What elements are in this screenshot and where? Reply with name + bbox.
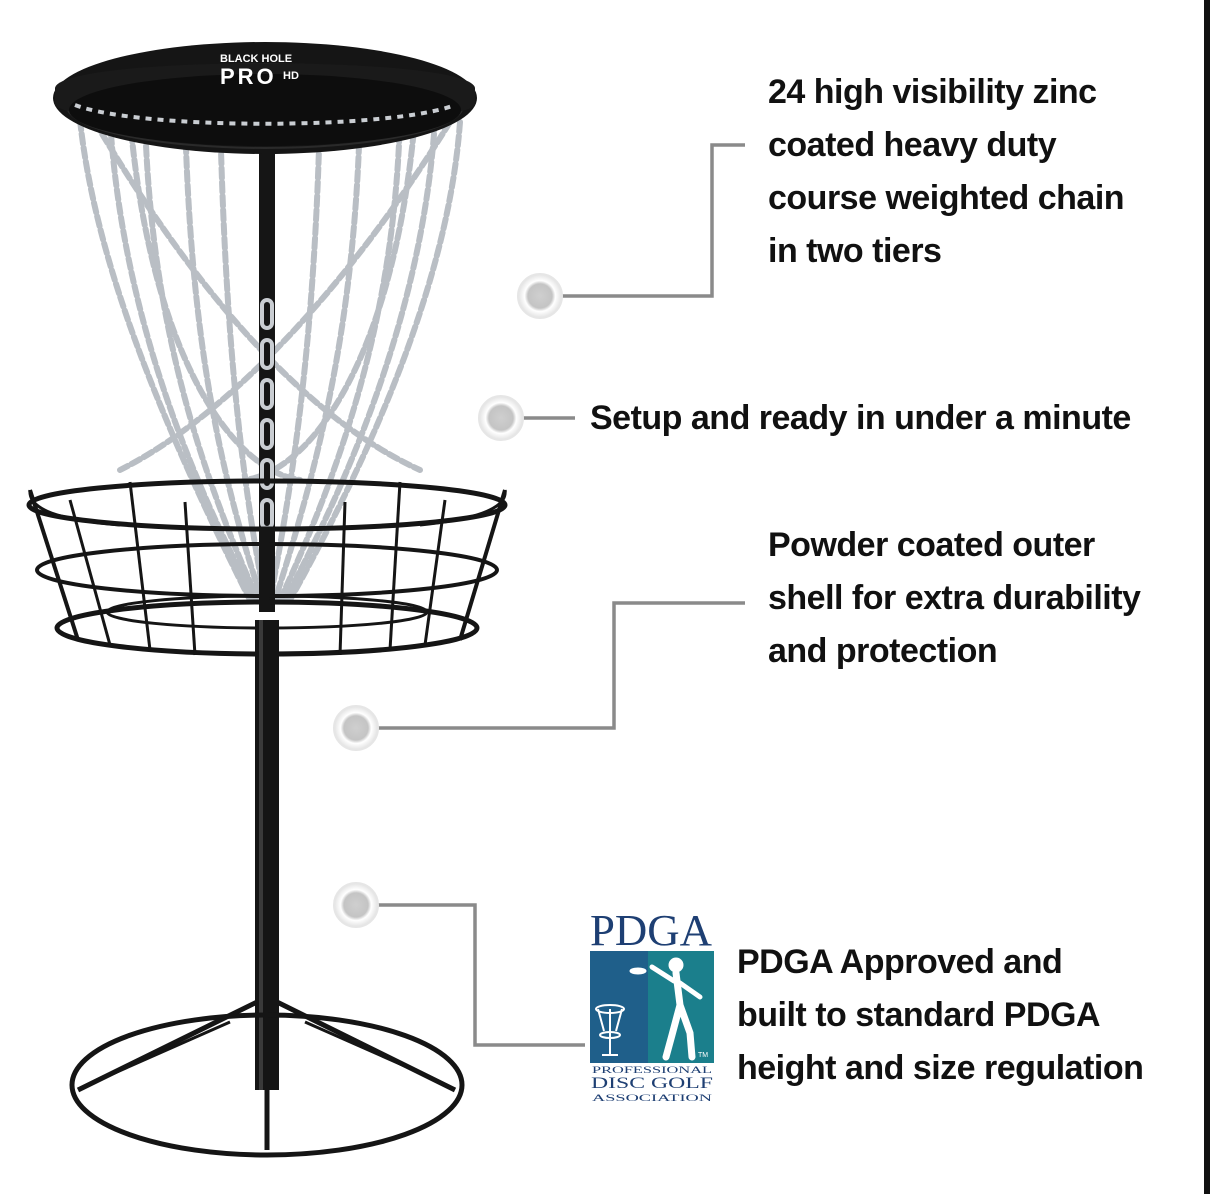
basket-brand-text: BLACK HOLE xyxy=(220,53,292,65)
pdga-wordmark: PDGA xyxy=(590,906,712,955)
callout-shell-text: Powder coated outer shell for extra dura… xyxy=(768,526,1141,670)
callout-pdga-text: PDGA Approved and built to standard PDGA… xyxy=(737,943,1144,1087)
pdga-logo: PDGA TM PROFESSIONAL DISC GOLF ASSOCIATI… xyxy=(590,906,714,1103)
top-band xyxy=(53,42,477,154)
base-stand xyxy=(69,999,465,1158)
right-border-divider xyxy=(1204,0,1210,1194)
pdga-trademark: TM xyxy=(698,1052,708,1059)
basket-model-suffix: HD xyxy=(283,70,299,82)
wire-basket xyxy=(26,478,508,657)
pdga-line-2: DISC GOLF xyxy=(591,1075,713,1092)
pdga-line-3: ASSOCIATION xyxy=(592,1093,713,1103)
callout-dot-shell xyxy=(333,705,379,751)
callout-chains-text: 24 high visibility zinc coated heavy dut… xyxy=(768,73,1125,270)
callout-setup-text: Setup and ready in under a minute xyxy=(590,399,1131,437)
basket-model-text: PRO xyxy=(220,64,277,89)
leader-lines xyxy=(378,143,745,1047)
pdga-line-1: PROFESSIONAL xyxy=(592,1065,712,1075)
callout-dot-chains xyxy=(517,273,563,319)
callout-dot-setup xyxy=(478,395,524,441)
main-pole xyxy=(255,620,279,1090)
callout-dot-pdga xyxy=(333,882,379,928)
